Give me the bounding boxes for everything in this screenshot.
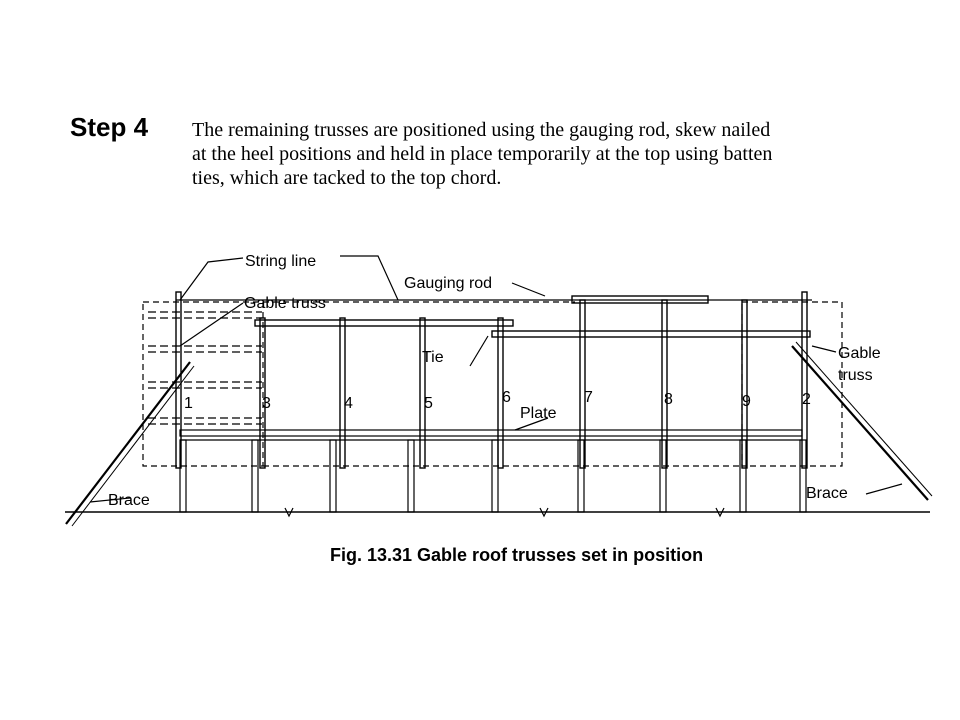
- gable-outline-left: [142, 301, 264, 467]
- step-line: ties, which are tacked to the top chord.: [192, 167, 502, 189]
- truss-number: 4: [344, 395, 353, 412]
- top-plate: [179, 429, 803, 437]
- figure-caption: Fig. 13.31 Gable roof trusses set in pos…: [330, 545, 704, 565]
- label-brace-right: Brace: [806, 485, 848, 502]
- label-gable-right-2: truss: [838, 367, 873, 384]
- label-gauging-rod: Gauging rod: [404, 275, 492, 292]
- label-tie: Tie: [422, 349, 444, 366]
- label-plate: Plate: [520, 405, 557, 422]
- truss-members: [175, 291, 808, 469]
- brace-right: [791, 345, 929, 501]
- tie-batten-2: [491, 330, 811, 338]
- label-brace-left: Brace: [108, 492, 150, 509]
- truss-number: 7: [584, 389, 593, 406]
- truss-number: 6: [502, 389, 511, 406]
- label-string-line: String line: [245, 253, 316, 270]
- truss-number: 8: [664, 391, 673, 408]
- truss-number: 3: [262, 395, 271, 412]
- label-gable-right-1: Gable: [838, 345, 881, 362]
- truss-number: 9: [742, 393, 751, 410]
- wall-studs: [179, 439, 807, 513]
- step-description: The remaining trusses are positioned usi…: [192, 118, 882, 190]
- step-line: The remaining trusses are positioned usi…: [192, 119, 771, 141]
- truss-number: 5: [424, 395, 433, 412]
- tie-batten-1: [254, 319, 514, 327]
- truss-number: 2: [802, 391, 811, 408]
- step-title: Step 4: [70, 112, 149, 142]
- label-gable-truss-left: Gable truss: [244, 295, 326, 312]
- truss-number: 1: [184, 395, 193, 412]
- step-line: at the heel positions and held in place …: [192, 143, 773, 165]
- brace-left: [65, 361, 191, 525]
